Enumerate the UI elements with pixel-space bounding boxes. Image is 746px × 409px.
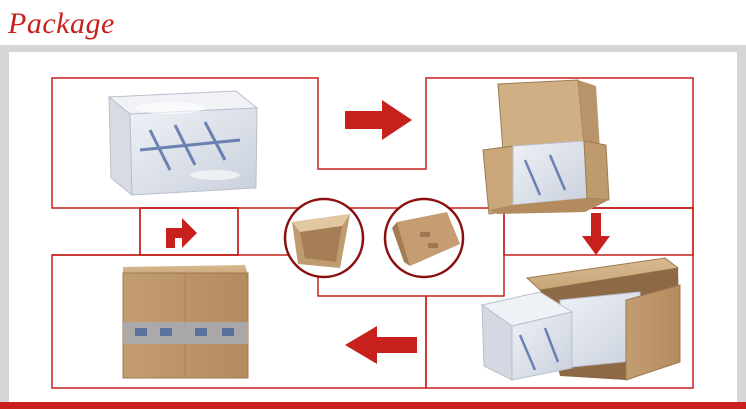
inner-rect-right — [503, 207, 694, 256]
arrow-left-icon — [345, 326, 417, 364]
product-in-open-box-image — [482, 79, 610, 215]
inner-rect-left — [139, 207, 239, 256]
wrapped-product-image — [107, 90, 259, 197]
arrow-down-icon — [582, 213, 610, 255]
sealed-carton-image — [122, 265, 249, 379]
bottom-accent-bar — [0, 402, 746, 409]
arrow-turn-right-icon — [157, 218, 197, 248]
corner-protector-outside-detail — [383, 197, 465, 279]
inner-rects — [139, 207, 694, 256]
page-title: Package — [8, 7, 115, 40]
frame-bottom-left — [52, 207, 239, 256]
arrow-right-icon — [345, 100, 412, 140]
frame-bottom — [51, 254, 427, 389]
frame-top-left — [51, 77, 694, 209]
product-in-carton-image — [480, 257, 681, 381]
corner-protector-inside-detail — [283, 197, 365, 279]
